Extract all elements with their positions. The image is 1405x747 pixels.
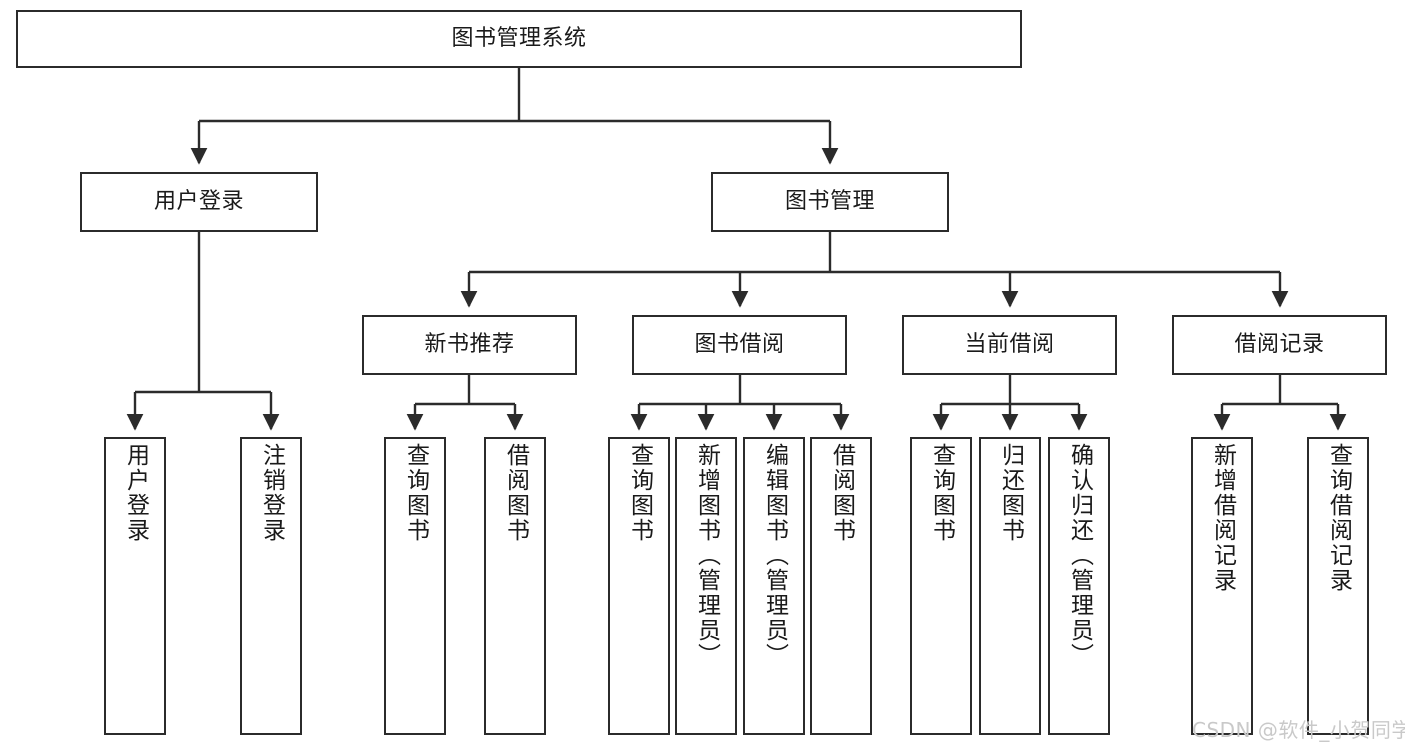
node-book-borrow[interactable]: 图书借阅 <box>632 315 847 375</box>
node-label: 查询图书 <box>626 443 653 543</box>
node-new-book-recommend[interactable]: 新书推荐 <box>362 315 577 375</box>
node-label: 确认归还（管理员） <box>1066 443 1093 668</box>
node-label: 用户登录 <box>153 189 244 215</box>
node-leaf-add-borrow-record[interactable]: 新增借阅记录 <box>1191 437 1253 735</box>
node-label: 借阅记录 <box>1234 332 1325 358</box>
node-leaf-query-book-borrow[interactable]: 查询图书 <box>608 437 670 735</box>
node-leaf-confirm-return[interactable]: 确认归还（管理员） <box>1048 437 1110 735</box>
node-label: 用户登录 <box>122 443 149 543</box>
node-root-book-management-system[interactable]: 图书管理系统 <box>16 10 1022 68</box>
node-label: 图书借阅 <box>694 332 785 358</box>
node-leaf-return-book[interactable]: 归还图书 <box>979 437 1041 735</box>
node-leaf-borrow-book-recommend[interactable]: 借阅图书 <box>484 437 546 735</box>
node-book-management[interactable]: 图书管理 <box>711 172 949 232</box>
node-leaf-query-book-recommend[interactable]: 查询图书 <box>384 437 446 735</box>
node-current-borrow[interactable]: 当前借阅 <box>902 315 1117 375</box>
node-label: 编辑图书（管理员） <box>761 443 788 668</box>
node-label: 新书推荐 <box>424 332 515 358</box>
watermark-text: CSDN @软件_小贺同学 <box>1192 718 1405 742</box>
node-leaf-add-book[interactable]: 新增图书（管理员） <box>675 437 737 735</box>
node-leaf-user-login[interactable]: 用户登录 <box>104 437 166 735</box>
node-label: 图书管理 <box>784 189 875 215</box>
node-leaf-borrow-book[interactable]: 借阅图书 <box>810 437 872 735</box>
node-label: 注销登录 <box>258 443 285 543</box>
node-label: 归还图书 <box>997 443 1024 543</box>
node-leaf-logout-login[interactable]: 注销登录 <box>240 437 302 735</box>
node-borrow-record[interactable]: 借阅记录 <box>1172 315 1387 375</box>
node-label: 新增图书（管理员） <box>693 443 720 668</box>
node-label: 借阅图书 <box>502 443 529 543</box>
node-label: 查询图书 <box>402 443 429 543</box>
node-label: 新增借阅记录 <box>1209 443 1236 593</box>
node-leaf-query-borrow-record[interactable]: 查询借阅记录 <box>1307 437 1369 735</box>
node-label: 查询借阅记录 <box>1325 443 1352 593</box>
node-leaf-edit-book[interactable]: 编辑图书（管理员） <box>743 437 805 735</box>
node-label: 当前借阅 <box>964 332 1055 358</box>
node-user-login[interactable]: 用户登录 <box>80 172 318 232</box>
node-label: 借阅图书 <box>828 443 855 543</box>
node-label: 图书管理系统 <box>451 26 587 52</box>
node-leaf-query-book-current[interactable]: 查询图书 <box>910 437 972 735</box>
node-label: 查询图书 <box>928 443 955 543</box>
